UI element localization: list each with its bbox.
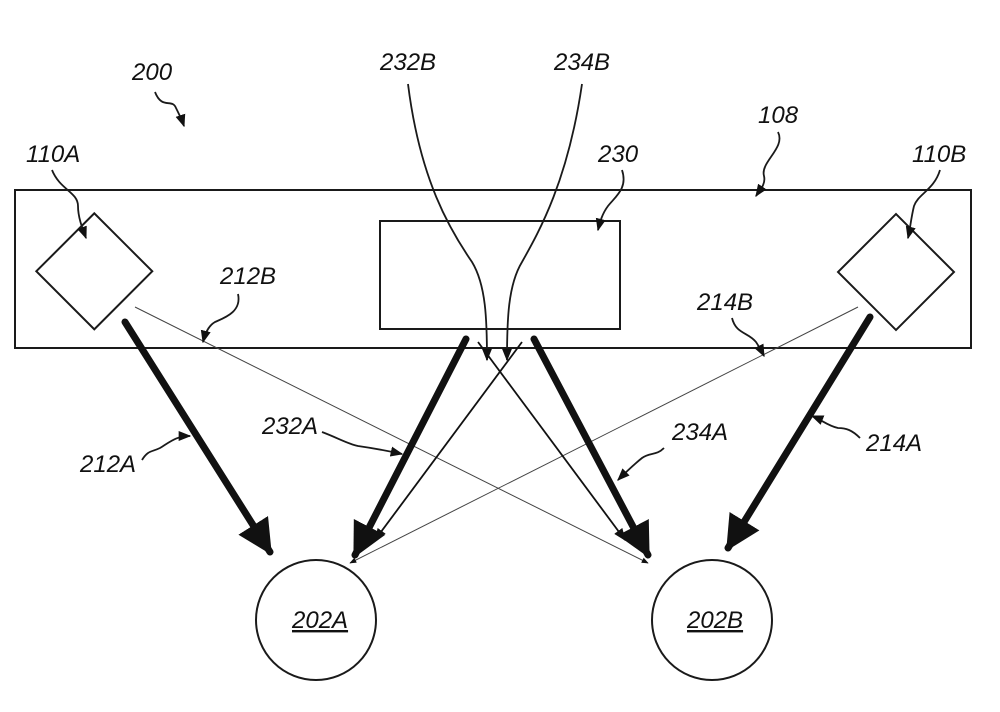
leader-110b: [905, 169, 941, 240]
leader-108: [755, 131, 781, 198]
emitter-110a: [34, 211, 154, 331]
label-214a: 214A: [865, 430, 922, 457]
emitter-110b: [836, 212, 956, 332]
label-200: 200: [131, 59, 173, 86]
label-110a: 110A: [26, 141, 80, 168]
label-202a: 202A: [291, 607, 348, 634]
label-214b: 214B: [696, 289, 753, 316]
leader-214b: [731, 317, 765, 358]
beam-212a: [121, 318, 274, 556]
label-230: 230: [597, 141, 639, 168]
input-234b-curve: [501, 83, 583, 362]
label-232a: 232A: [261, 413, 318, 440]
target-202b: [651, 559, 773, 681]
label-212b: 212B: [219, 263, 276, 290]
beam-212b: [134, 306, 649, 564]
beam-center-right-thin: [477, 341, 626, 542]
leader-232a: [321, 431, 404, 457]
label-212a: 212A: [79, 451, 136, 478]
leader-230: [595, 169, 625, 232]
beam-214a: [724, 313, 874, 552]
label-202b: 202B: [686, 607, 743, 634]
input-232b-curve: [407, 83, 493, 362]
leader-110a: [51, 169, 87, 240]
beam-234a: [530, 335, 652, 559]
leader-234a: [617, 447, 665, 481]
label-232b: 232B: [379, 49, 436, 76]
label-234a: 234A: [671, 419, 728, 446]
target-202a: [255, 559, 377, 681]
label-110b: 110B: [912, 141, 966, 168]
leader-212a: [141, 430, 192, 461]
leader-200: [154, 91, 186, 128]
leader-214a: [810, 415, 861, 439]
center-box-230: [379, 220, 621, 330]
beam-214b: [349, 306, 859, 564]
beam-center-left-thin: [374, 341, 523, 542]
beam-232a: [351, 335, 470, 559]
leader-212b: [200, 293, 240, 344]
label-234b: 234B: [553, 49, 610, 76]
label-108: 108: [758, 102, 799, 129]
